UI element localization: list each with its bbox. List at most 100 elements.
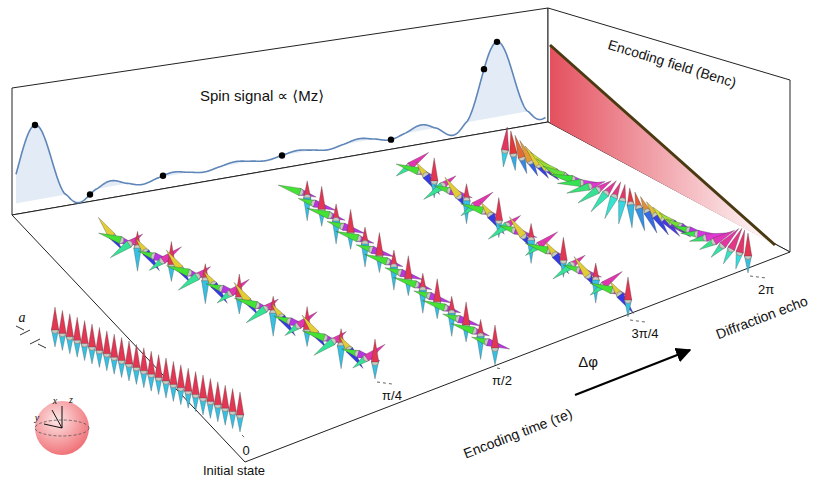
spin-arrow bbox=[298, 198, 336, 210]
spin-tip bbox=[396, 164, 419, 175]
axis-sphere bbox=[35, 401, 89, 455]
spin-tip bbox=[347, 209, 355, 232]
tick-line bbox=[750, 276, 766, 278]
axis-title: Diffraction echo bbox=[714, 293, 810, 342]
signal-dot bbox=[494, 39, 500, 45]
spacing-marker bbox=[16, 326, 46, 348]
spin-arrow bbox=[318, 186, 326, 226]
spin-arrow bbox=[307, 208, 345, 220]
spin-tip bbox=[178, 274, 199, 291]
spin-tip bbox=[192, 372, 200, 395]
spin-arrow bbox=[199, 375, 207, 415]
spin-arrow bbox=[501, 127, 508, 167]
spin-tip bbox=[110, 241, 131, 258]
spin-tip bbox=[73, 317, 81, 340]
spin-tip bbox=[51, 307, 59, 330]
spin-tip bbox=[371, 339, 379, 362]
spin-tip bbox=[553, 262, 574, 279]
axis-title: Encoding time (τe) bbox=[461, 406, 574, 462]
spin-arrow bbox=[229, 389, 237, 429]
field-line bbox=[550, 45, 775, 245]
spin-arrow bbox=[59, 310, 66, 350]
spin-arrow bbox=[337, 329, 345, 369]
spin-arrow bbox=[278, 185, 316, 197]
spin-tip bbox=[424, 183, 445, 200]
spin-arrow bbox=[666, 219, 702, 237]
spin-tip bbox=[207, 378, 215, 401]
spin-tip bbox=[405, 256, 413, 279]
spin-arrow bbox=[744, 233, 752, 273]
spin-tip bbox=[214, 382, 222, 405]
spin-arrow bbox=[619, 184, 626, 224]
spin-tip bbox=[155, 355, 163, 378]
spin-tip bbox=[591, 192, 609, 212]
spin-arrow bbox=[578, 181, 611, 203]
tick-label: π/2 bbox=[492, 374, 512, 388]
spin-tip bbox=[520, 140, 534, 162]
spin-tip bbox=[96, 327, 104, 350]
spin-arrow bbox=[510, 131, 517, 171]
signal-dot bbox=[388, 136, 394, 142]
spin-arrow bbox=[214, 382, 222, 422]
spin-arrow bbox=[103, 331, 111, 371]
axis-label: y bbox=[35, 412, 39, 423]
spin-arrow bbox=[405, 256, 413, 296]
spin-tip bbox=[495, 198, 503, 221]
spin-tip bbox=[619, 201, 626, 224]
spin-tip bbox=[118, 338, 126, 361]
spin-tip bbox=[246, 306, 267, 323]
spin-tip bbox=[170, 361, 178, 384]
spin-arrow bbox=[451, 324, 489, 336]
spin-tip bbox=[307, 208, 330, 219]
tick-line bbox=[630, 320, 645, 322]
signal-dot bbox=[160, 173, 166, 179]
spin-tip bbox=[302, 331, 325, 342]
spin-arrow bbox=[234, 283, 258, 315]
spin-tip bbox=[451, 324, 474, 335]
spin-tip bbox=[501, 127, 508, 150]
spin-tip bbox=[736, 230, 745, 253]
spin-tip bbox=[627, 205, 635, 228]
spin-tip bbox=[184, 368, 192, 391]
spin-tip bbox=[365, 254, 388, 265]
spin-tip bbox=[336, 231, 359, 242]
panel-title: Encoding field (Benc) bbox=[606, 37, 738, 91]
signal-fill bbox=[16, 42, 546, 204]
spin-tip bbox=[462, 302, 470, 325]
spin-tip bbox=[488, 223, 509, 240]
spin-arrow bbox=[491, 325, 499, 365]
spin-arrow bbox=[125, 341, 133, 381]
dimension-label: a bbox=[19, 310, 26, 325]
spin-tip bbox=[578, 187, 599, 203]
spin-tip bbox=[234, 298, 257, 309]
spin-arrow bbox=[98, 217, 122, 249]
spin-tip bbox=[605, 196, 618, 219]
spin-tip bbox=[445, 177, 462, 198]
spin-arrow bbox=[624, 277, 632, 317]
tick-label: 3π/4 bbox=[631, 327, 658, 341]
spin-tip bbox=[434, 279, 442, 302]
spin-arrow bbox=[221, 385, 229, 425]
spin-arrow bbox=[347, 209, 355, 249]
spin-arrow bbox=[51, 307, 59, 347]
spin-tip bbox=[509, 217, 526, 238]
signal-dot bbox=[279, 152, 285, 158]
spin-arrow bbox=[73, 317, 81, 357]
spin-arrow bbox=[118, 338, 126, 378]
spin-arrow bbox=[207, 378, 215, 418]
spin-arrow bbox=[567, 182, 605, 194]
spin-tip bbox=[567, 183, 590, 193]
signal-dot bbox=[481, 66, 487, 72]
spin-tip bbox=[166, 266, 189, 277]
spin-tip bbox=[221, 385, 229, 408]
spin-arrow bbox=[443, 314, 481, 326]
spin-tip bbox=[278, 185, 301, 196]
spin-tip bbox=[140, 348, 148, 371]
tick-lines bbox=[242, 276, 766, 439]
spin-tip bbox=[177, 365, 185, 388]
spin-arrow bbox=[269, 296, 277, 336]
spin-arrow bbox=[166, 250, 190, 282]
spin-arrow bbox=[170, 361, 178, 401]
spin-tip bbox=[110, 334, 118, 357]
spin-arrow bbox=[134, 231, 142, 271]
